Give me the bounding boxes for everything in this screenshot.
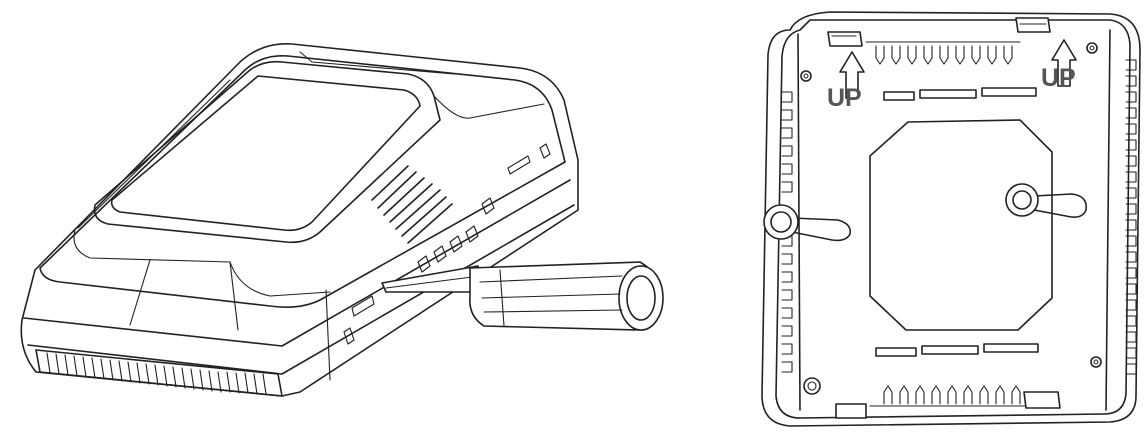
- plate-center-cutout: [869, 119, 1053, 331]
- device-base-band-lower: [27, 204, 575, 375]
- device-display-frame: [93, 60, 441, 244]
- plate-upper-slots: [883, 87, 1037, 101]
- screwdriver-handle-end-inner: [626, 275, 656, 321]
- device-bezel-line-front-left: [73, 229, 231, 263]
- plate-right-mount-hole: [1005, 183, 1088, 218]
- device-outer-shell: [20, 43, 579, 397]
- plate-top-pins: [865, 41, 1021, 65]
- screwdriver-handle-end: [618, 265, 664, 331]
- plate-left-mount-hole: [763, 204, 852, 242]
- plate-right-serration: [1125, 59, 1137, 375]
- device-bezel-line-side: [129, 259, 151, 326]
- screwdriver-grip-ridges: [479, 269, 623, 327]
- plate-bottom-clip-left: [835, 403, 867, 419]
- device-side-grille: [371, 165, 453, 244]
- device-base-band: [23, 179, 571, 347]
- up-label-right: UP: [1041, 64, 1076, 92]
- device-bezel-line-side-2: [229, 261, 239, 331]
- plate-corner-screws: [800, 42, 1102, 395]
- device-display-screen: [110, 75, 421, 232]
- plate-inner-wall: [797, 29, 1111, 411]
- device-bezel-line-left: [77, 79, 231, 229]
- device-top-face: [39, 54, 566, 308]
- thermostat-body-illustration: [20, 43, 579, 397]
- device-bezel-line-front: [229, 261, 331, 297]
- plate-outer-frame: [761, 11, 1141, 427]
- up-arrow-icon: [839, 51, 865, 99]
- plate-bottom-pins: [869, 385, 1035, 407]
- plate-bottom-clip-right: [1023, 391, 1061, 409]
- plate-left-serration: [781, 91, 793, 373]
- device-bezel-line-right: [433, 95, 545, 119]
- mounting-plate-illustration: [761, 11, 1141, 427]
- plate-top-clip-right: [1015, 17, 1051, 33]
- device-bezel-line-top: [299, 51, 455, 75]
- plate-inner-frame: [775, 19, 1131, 419]
- up-label-left: UP: [827, 84, 862, 112]
- screwdriver-icon: [381, 261, 664, 331]
- device-release-slots: [343, 143, 551, 345]
- plate-lower-slots: [875, 343, 1039, 357]
- up-arrow-icon: [1051, 39, 1077, 87]
- device-bottom-vents: [35, 349, 283, 397]
- device-bezel-line-corner: [325, 289, 331, 381]
- plate-top-clip-left: [827, 31, 863, 47]
